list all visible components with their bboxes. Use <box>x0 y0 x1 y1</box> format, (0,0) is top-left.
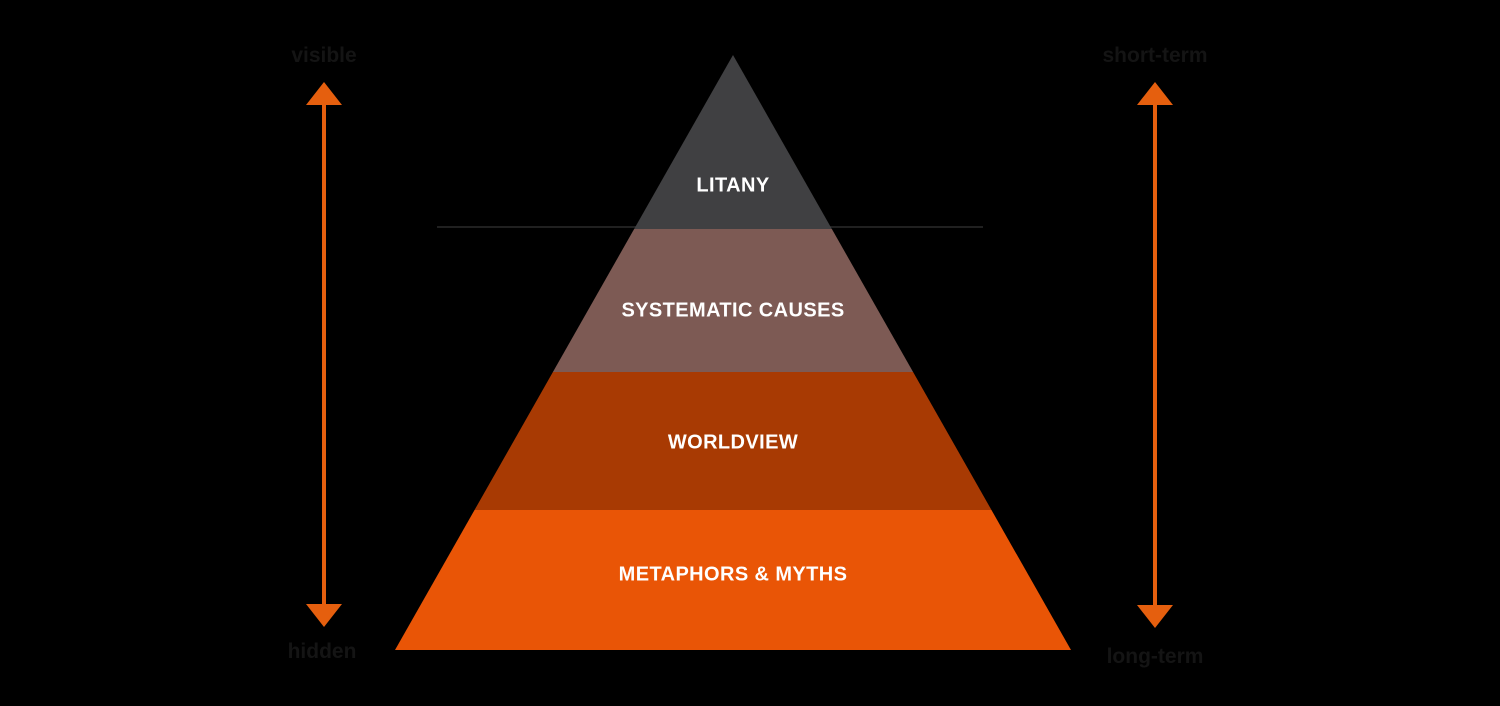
right-axis-arrow <box>1137 82 1173 628</box>
right-axis-top-label: short-term <box>1102 44 1208 67</box>
arrow-up-icon <box>1137 82 1173 105</box>
arrow-down-icon <box>1137 605 1173 628</box>
pyramid-layer-worldview <box>395 372 1071 510</box>
left-axis-bottom-label: hidden <box>287 640 357 663</box>
pyramid-layer-systematic-causes <box>395 229 1071 372</box>
left-axis-top-label: visible <box>291 44 357 67</box>
pyramid-layer-metaphors-myths <box>395 510 1071 650</box>
left-axis-arrow <box>306 82 342 627</box>
arrow-shaft <box>1153 102 1157 608</box>
right-axis-bottom-label: long-term <box>1106 645 1204 668</box>
arrow-up-icon <box>306 82 342 105</box>
pyramid-layer-litany <box>395 55 1071 229</box>
arrow-down-icon <box>306 604 342 627</box>
pyramid <box>395 55 1071 650</box>
arrow-shaft <box>322 102 326 607</box>
